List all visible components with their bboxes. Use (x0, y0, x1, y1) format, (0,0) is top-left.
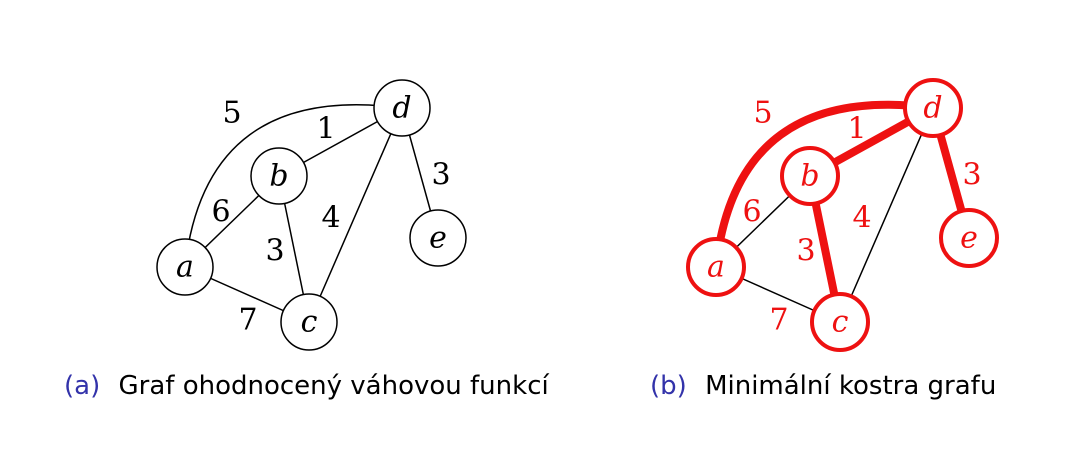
weight-b-c: 3 (796, 234, 815, 269)
node-d: d (373, 79, 431, 137)
weight-b-c: 3 (265, 234, 284, 269)
weight-a-b: 6 (211, 195, 230, 230)
node-a: a (686, 237, 746, 297)
caption-a: (a) Graf ohodnocený váhovou funkcí (64, 371, 549, 401)
weight-b-d: 1 (316, 112, 335, 147)
node-label-a: a (176, 250, 194, 285)
node-d: d (903, 78, 963, 138)
graph-b-weights: 5 1 6 3 4 3 7 (742, 96, 981, 338)
node-label-e: e (960, 221, 978, 256)
node-label-c: c (832, 305, 849, 340)
node-b: b (250, 147, 308, 205)
weight-c-d: 4 (321, 201, 340, 236)
caption-b: (b) Minimální kostra grafu (650, 371, 996, 401)
edge-a-d (712, 100, 937, 271)
graph-a: 5 1 6 3 4 3 7 a b c d e (a) Graf ohodnoc… (64, 79, 549, 401)
graph-b-nodes: a b c d e (686, 78, 999, 352)
node-label-e: e (429, 221, 447, 256)
node-b: b (780, 146, 840, 206)
node-e: e (409, 209, 467, 267)
caption-a-tag: (a) (64, 371, 100, 401)
graph-b: 5 1 6 3 4 3 7 a b c d e (b) Minimální ko… (650, 78, 999, 401)
caption-b-text: Minimální kostra grafu (705, 371, 996, 401)
weight-a-d: 5 (222, 96, 241, 131)
node-label-b: b (269, 159, 288, 194)
caption-a-text: Graf ohodnocený váhovou funkcí (119, 371, 550, 401)
graph-a-nodes: a b c d e (156, 79, 467, 351)
node-label-b: b (800, 159, 819, 194)
node-label-c: c (301, 305, 318, 340)
graph-a-weights: 5 1 6 3 4 3 7 (211, 96, 450, 338)
node-label-d: d (923, 91, 942, 126)
weight-a-c: 7 (769, 303, 788, 338)
node-label-a: a (707, 250, 725, 285)
node-label-d: d (392, 91, 411, 126)
weight-a-b: 6 (742, 195, 761, 230)
node-e: e (939, 208, 999, 268)
edge-a-d (184, 104, 403, 268)
weight-a-d: 5 (753, 96, 772, 131)
weight-d-e: 3 (962, 158, 981, 193)
node-c: c (280, 293, 338, 351)
node-a: a (156, 238, 214, 296)
weight-d-e: 3 (431, 158, 450, 193)
edge-c-d (308, 107, 403, 323)
node-c: c (810, 292, 870, 352)
caption-b-tag: (b) (650, 371, 687, 401)
weight-b-d: 1 (847, 112, 866, 147)
weight-c-d: 4 (852, 201, 871, 236)
edge-c-d (839, 107, 934, 323)
weight-a-c: 7 (238, 303, 257, 338)
